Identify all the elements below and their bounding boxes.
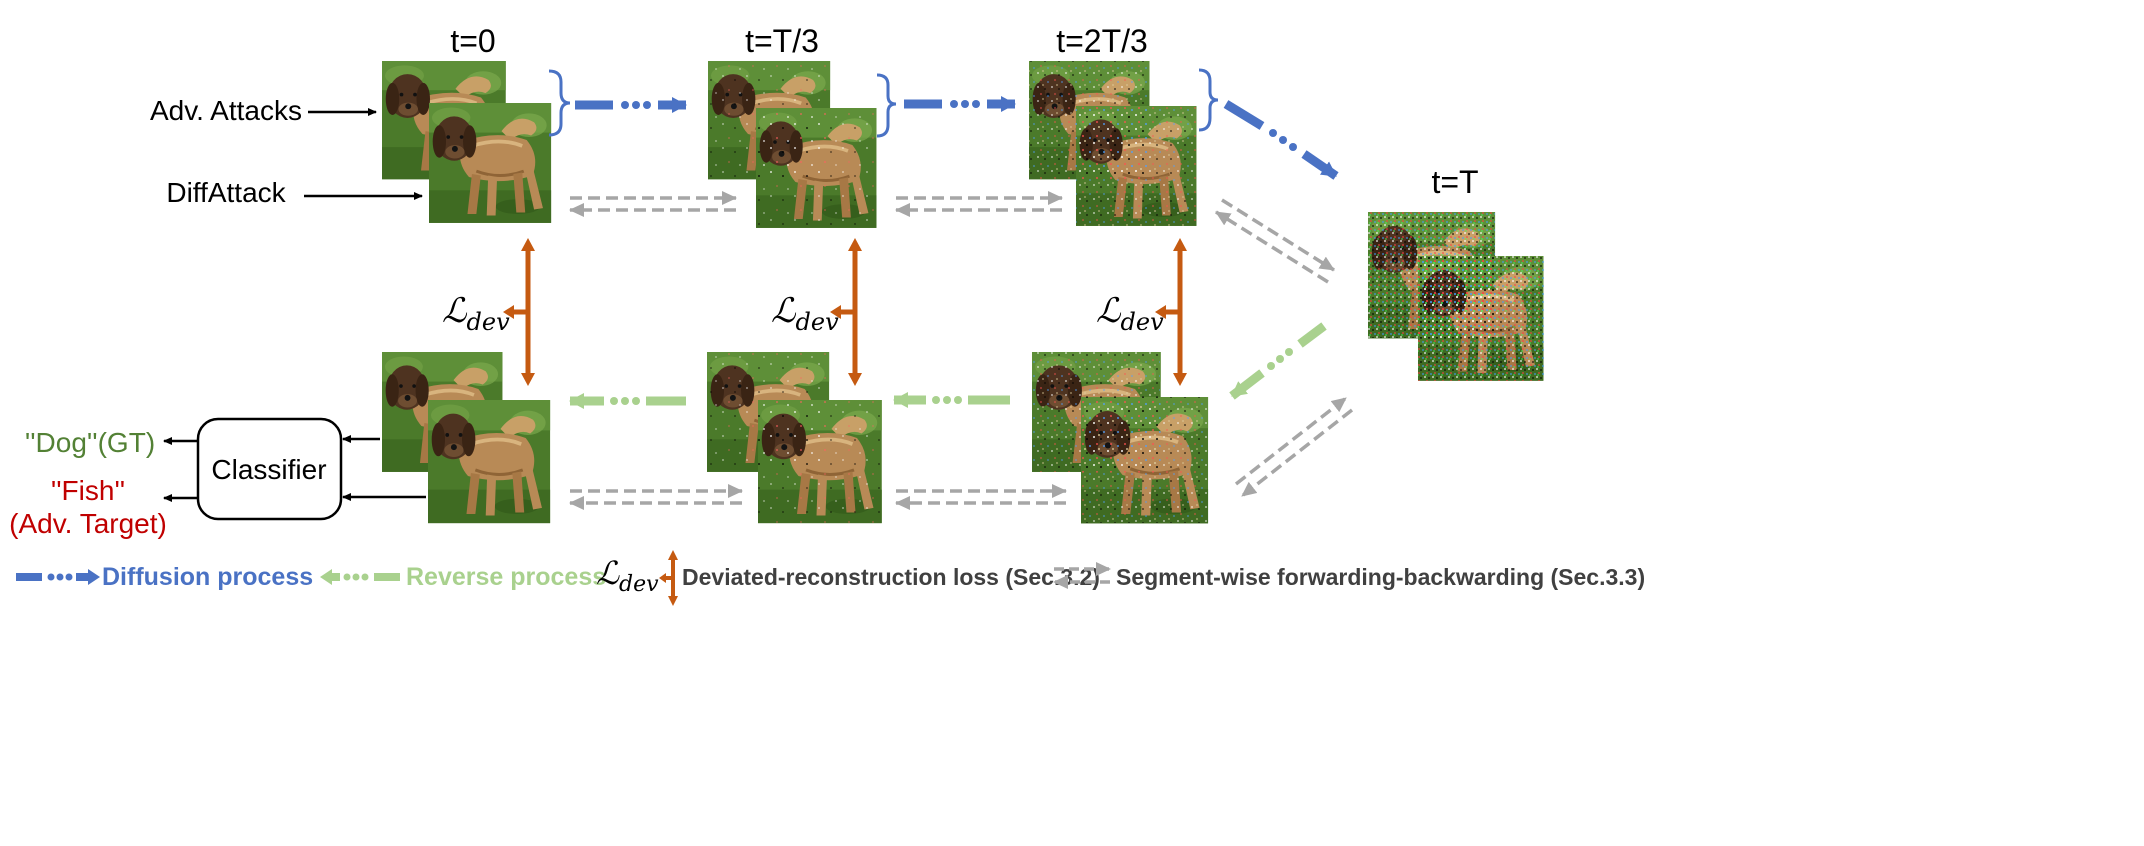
timestep-label-tT: t=T [1431,164,1478,200]
brace-t2 [1198,68,1219,132]
legend-loss-symbol: ℒdev [596,554,659,597]
loss-connector-t0 [503,238,535,386]
image-pair-t2-top [1027,59,1199,228]
loss-label-t1: ℒdev [771,291,839,336]
diffattack-label: DiffAttack [166,177,286,208]
segment-arrow-top-2 [895,191,1063,217]
output-target-label-line1: ''Fish'' [51,475,125,506]
segment-arrow-top-1 [569,191,737,217]
segment-arrow-bottom-1 [569,484,743,510]
legend-reverse-icon [320,569,400,585]
image-pair-tT [1366,210,1546,383]
classifier-label: Classifier [211,454,326,485]
legend-segment-icon [1053,562,1111,589]
loss-label-t2: ℒdev [1096,291,1164,336]
adv-attacks-label: Adv. Attacks [150,95,302,126]
reverse-arrow-1 [569,393,686,409]
timestep-label-t1: t=T/3 [745,23,819,59]
loss-connector-t2 [1155,238,1187,386]
legend-loss-icon [659,550,678,606]
image-pair-t2-bottom [1030,350,1211,526]
segment-arrow-top-3 [1215,198,1335,284]
classifier-box [196,417,343,521]
brace-t0 [548,69,571,137]
legend-diffusion-label: Diffusion process [102,563,313,591]
loss-connector-t1 [830,238,862,386]
brace-t1 [876,73,897,138]
segment-arrow-bottom-2 [895,484,1067,510]
reverse-arrow-3 [1229,322,1327,400]
output-gt-label: ''Dog''(GT) [25,427,155,458]
diffusion-arrow-3 [1223,100,1339,180]
output-target-label-line2: (Adv. Target) [9,508,167,539]
segment-arrow-bottom-3 [1234,396,1354,498]
loss-label-t0: ℒdev [442,291,510,336]
legend-segment-label: Segment-wise forwarding-backwarding (Sec… [1116,564,1645,590]
legend-diffusion-icon [16,569,100,585]
image-pair-t0-top [380,59,553,225]
image-pair-t1-bottom [705,350,884,526]
image-pair-t1-top [706,59,879,230]
diffusion-arrow-1 [575,97,687,113]
legend-reverse-label: Reverse process [406,563,606,591]
legend-loss-label: Deviated-reconstruction loss (Sec.3.2) [682,564,1100,590]
diffusion-arrow-2 [904,96,1016,112]
reverse-arrow-2 [893,392,1010,408]
timestep-label-t0: t=0 [450,23,495,59]
timestep-label-t2: t=2T/3 [1056,23,1148,59]
